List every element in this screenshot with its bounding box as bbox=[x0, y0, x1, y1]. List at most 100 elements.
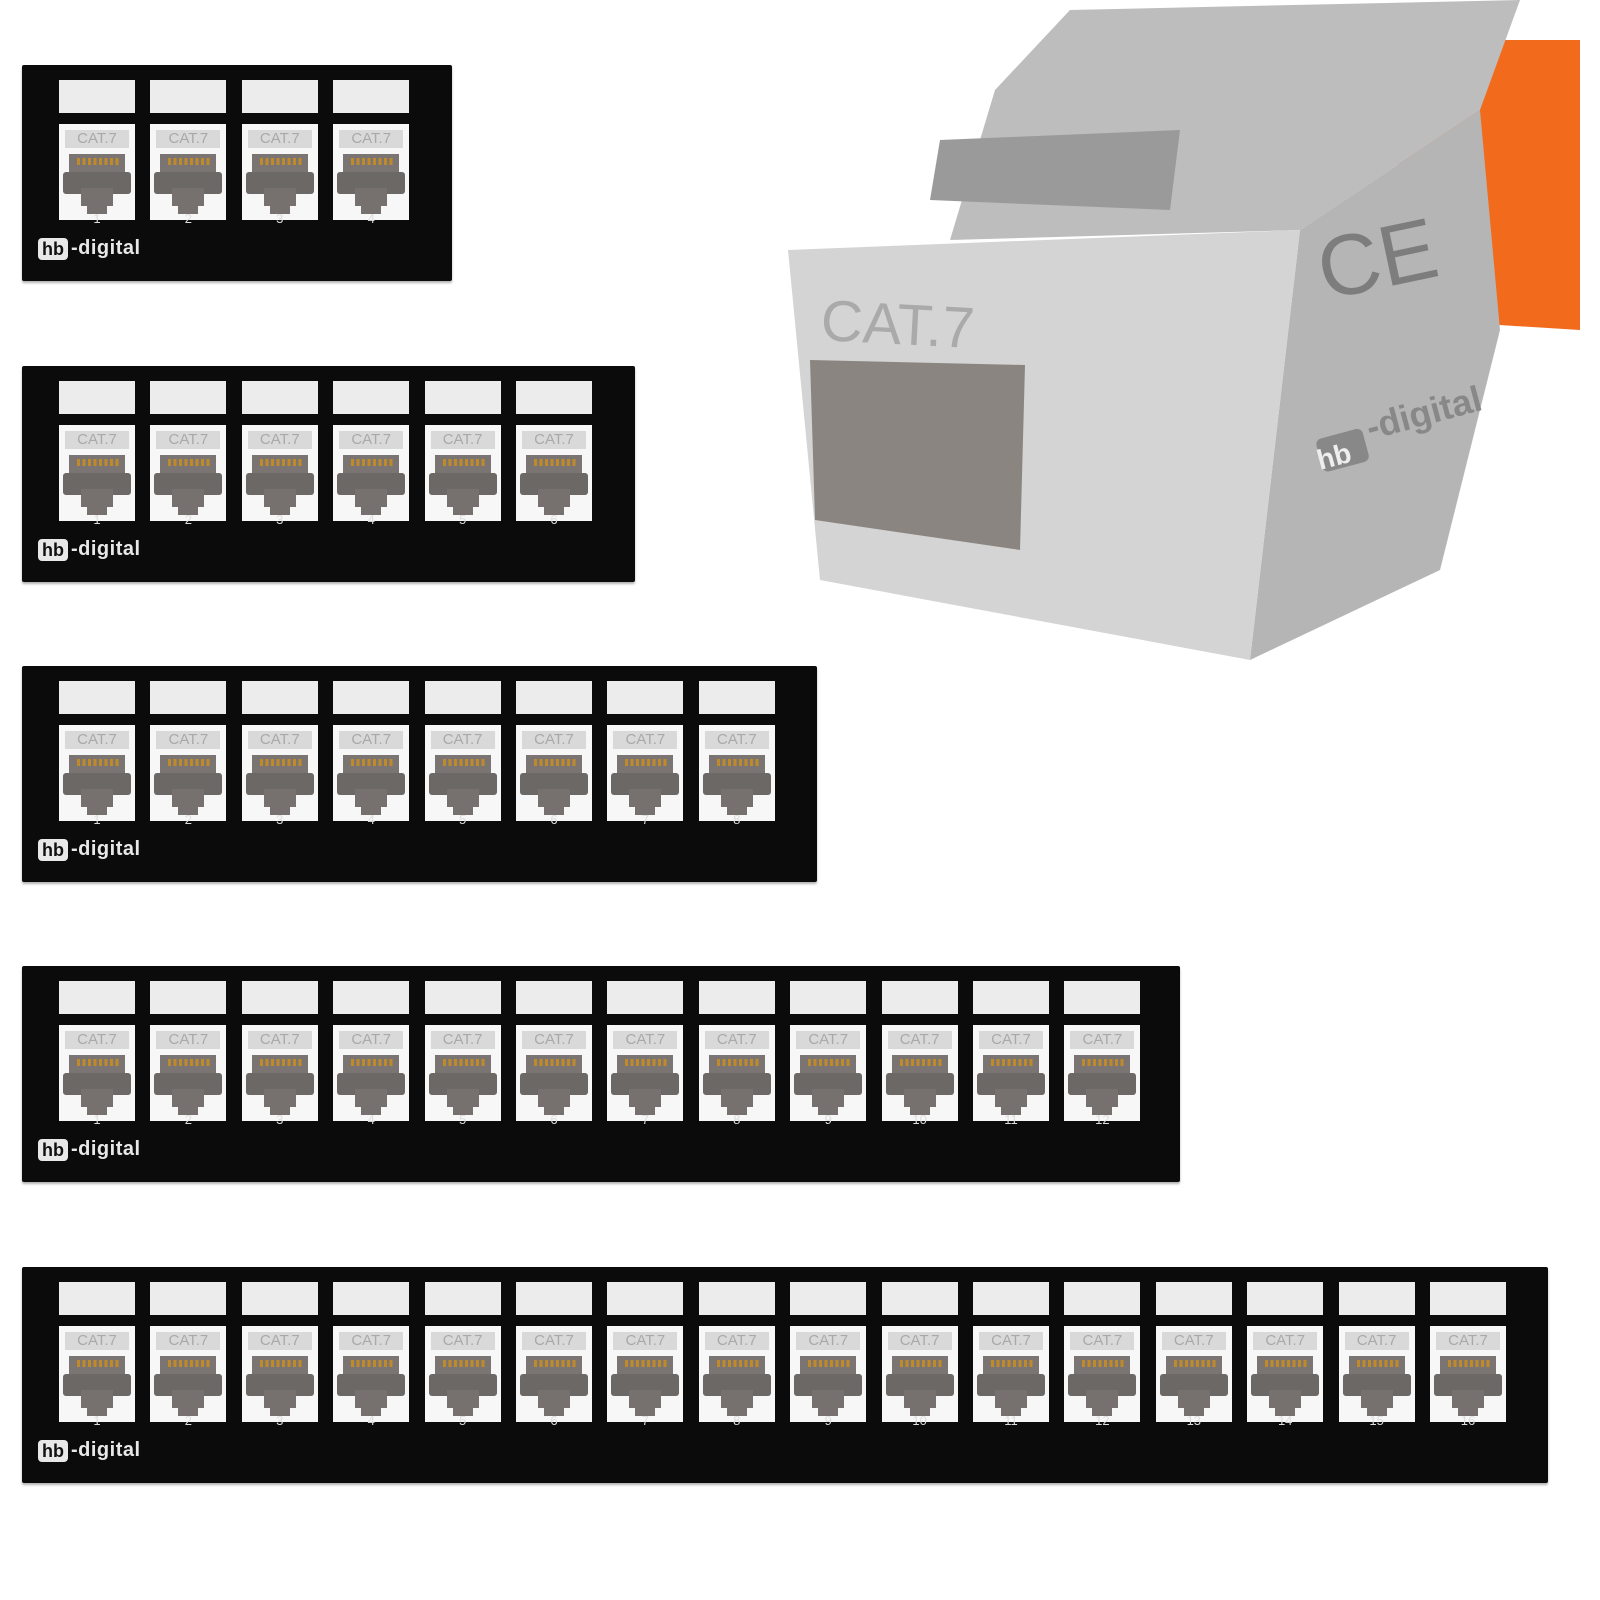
rj45-jack: CAT.7 bbox=[424, 1326, 501, 1422]
port-number: 3 bbox=[276, 512, 284, 527]
socket-icon bbox=[520, 1356, 588, 1418]
port-number: 3 bbox=[276, 812, 284, 827]
port: CAT.7 bbox=[516, 381, 592, 521]
label-strip bbox=[333, 681, 410, 714]
rj45-jack: CAT.7 bbox=[150, 725, 227, 821]
cat-label: CAT.7 bbox=[613, 1332, 678, 1350]
port-number: 7 bbox=[641, 1112, 649, 1127]
rj45-jack: CAT.7 bbox=[973, 1025, 1049, 1121]
cat-label: CAT.7 bbox=[522, 1332, 586, 1350]
port-number: 11 bbox=[1004, 1413, 1018, 1428]
cat-label: CAT.7 bbox=[430, 1031, 495, 1049]
rj45-jack: CAT.7 bbox=[516, 1025, 592, 1121]
socket-icon bbox=[611, 755, 680, 817]
label-strip bbox=[59, 681, 135, 714]
port: CAT.7 bbox=[241, 1282, 318, 1422]
port-number: 4 bbox=[367, 512, 375, 527]
label-strip bbox=[333, 1282, 410, 1315]
port: CAT.7 bbox=[150, 981, 227, 1121]
cat-label: CAT.7 bbox=[1070, 1031, 1135, 1049]
cat-label: CAT.7 bbox=[339, 1031, 404, 1049]
port-number: 4 bbox=[367, 1112, 375, 1127]
brand-logo: hb-digital bbox=[38, 838, 141, 861]
rj45-jack: CAT.7 bbox=[881, 1326, 958, 1422]
port-number: 10 bbox=[912, 1413, 927, 1428]
rj45-jack: CAT.7 bbox=[333, 1025, 410, 1121]
rj45-jack: CAT.7 bbox=[241, 1326, 318, 1422]
cat-label: CAT.7 bbox=[796, 1332, 861, 1350]
rj45-jack: CAT.7 bbox=[790, 1025, 867, 1121]
port-number: 7 bbox=[641, 812, 649, 827]
label-strip bbox=[1155, 1282, 1232, 1315]
socket-icon bbox=[1159, 1356, 1228, 1418]
keystone-jack-image: CAT.7 CE hb -digital bbox=[788, 0, 1580, 660]
label-strip bbox=[1064, 981, 1141, 1014]
socket-icon bbox=[154, 755, 223, 817]
label-strip bbox=[59, 981, 135, 1014]
socket-icon bbox=[611, 1055, 680, 1117]
label-strip bbox=[1338, 1282, 1415, 1315]
rj45-jack: CAT.7 bbox=[516, 725, 592, 821]
cat-label: CAT.7 bbox=[247, 431, 312, 449]
label-strip bbox=[1430, 1282, 1506, 1315]
label-strip bbox=[516, 981, 592, 1014]
brand-logo: hb-digital bbox=[38, 1138, 141, 1161]
label-strip bbox=[241, 681, 318, 714]
port: CAT.7 bbox=[59, 1282, 135, 1422]
rj45-jack: CAT.7 bbox=[1247, 1326, 1324, 1422]
label-strip bbox=[607, 681, 684, 714]
rj45-jack: CAT.7 bbox=[698, 1025, 775, 1121]
port: CAT.7 bbox=[607, 681, 684, 821]
socket-icon bbox=[794, 1356, 863, 1418]
logo-text: -digital bbox=[71, 538, 141, 560]
label-strip bbox=[241, 981, 318, 1014]
port: CAT.7 bbox=[424, 981, 501, 1121]
cat-label: CAT.7 bbox=[156, 431, 221, 449]
cat-label: CAT.7 bbox=[65, 130, 129, 148]
rj45-jack: CAT.7 bbox=[881, 1025, 958, 1121]
socket-icon bbox=[702, 1055, 771, 1117]
label-strip bbox=[241, 1282, 318, 1315]
port: CAT.7 bbox=[790, 981, 867, 1121]
cat-label: CAT.7 bbox=[796, 1031, 861, 1049]
rj45-jack: CAT.7 bbox=[424, 725, 501, 821]
rj45-jack: CAT.7 bbox=[1430, 1326, 1506, 1422]
label-strip bbox=[424, 981, 501, 1014]
socket-icon bbox=[1342, 1356, 1411, 1418]
rj45-jack: CAT.7 bbox=[698, 1326, 775, 1422]
logo-box: hb bbox=[38, 1439, 68, 1462]
socket-icon bbox=[245, 1055, 314, 1117]
rj45-jack: CAT.7 bbox=[424, 425, 501, 521]
label-strip bbox=[241, 381, 318, 414]
label-strip bbox=[150, 80, 227, 113]
port-number: 1 bbox=[93, 812, 101, 827]
socket-icon bbox=[63, 1356, 131, 1418]
port-number: 2 bbox=[184, 211, 192, 226]
label-strip bbox=[241, 80, 318, 113]
port: CAT.7 bbox=[333, 381, 410, 521]
rj45-jack: CAT.7 bbox=[973, 1326, 1049, 1422]
port-number: 6 bbox=[550, 1112, 558, 1127]
port-number: 1 bbox=[93, 1413, 101, 1428]
label-strip bbox=[59, 80, 135, 113]
rj45-jack: CAT.7 bbox=[1064, 1326, 1141, 1422]
port-number: 13 bbox=[1186, 1413, 1202, 1428]
socket-icon bbox=[245, 755, 314, 817]
rj45-jack: CAT.7 bbox=[333, 725, 410, 821]
rj45-jack: CAT.7 bbox=[59, 124, 135, 220]
port: CAT.7 bbox=[241, 981, 318, 1121]
port: CAT.7 bbox=[424, 1282, 501, 1422]
port: CAT.7 bbox=[1064, 981, 1141, 1121]
rj45-jack: CAT.7 bbox=[59, 1326, 135, 1422]
brand-logo: hb-digital bbox=[38, 1439, 141, 1462]
cat-label: CAT.7 bbox=[979, 1332, 1043, 1350]
socket-icon bbox=[885, 1055, 954, 1117]
port: CAT.7 bbox=[698, 981, 775, 1121]
port: CAT.7 bbox=[698, 1282, 775, 1422]
rj45-jack: CAT.7 bbox=[150, 1326, 227, 1422]
socket-icon bbox=[885, 1356, 954, 1418]
socket-icon bbox=[63, 755, 131, 817]
socket-icon bbox=[1434, 1356, 1502, 1418]
port: CAT.7 bbox=[1247, 1282, 1324, 1422]
